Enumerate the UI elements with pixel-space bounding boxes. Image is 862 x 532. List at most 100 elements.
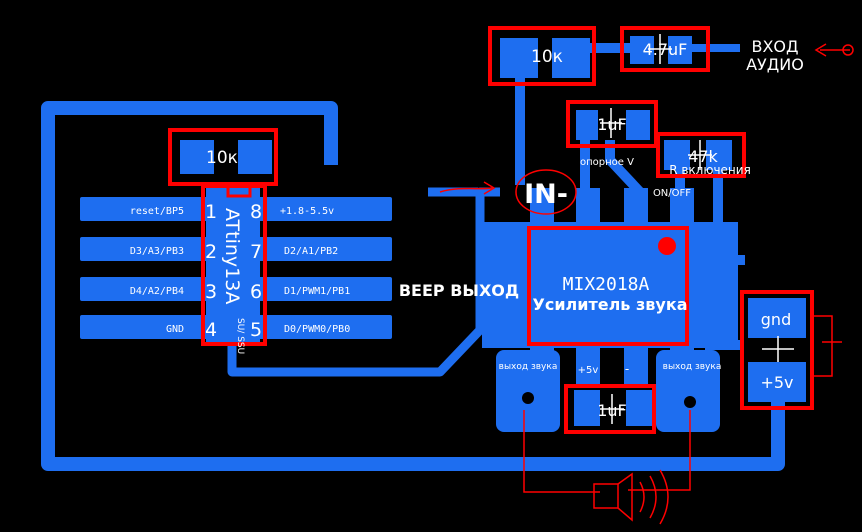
pin-label-3: D4/A2/PB4 — [130, 286, 184, 297]
wire-speaker-right — [628, 410, 691, 491]
pin-label-8: +1.8-5.5v — [280, 206, 334, 217]
label-out-right: выход звука — [663, 362, 722, 372]
amp-pin-top-2 — [576, 188, 600, 224]
outlines — [168, 26, 814, 434]
pin-num-5: 5 — [250, 319, 262, 341]
wire-speaker-left — [523, 410, 600, 493]
amp-pin-top-3 — [624, 188, 648, 224]
pin-label-1: reset/BP5 — [130, 206, 184, 217]
pad-speaker-right — [656, 350, 720, 432]
annotations — [439, 43, 854, 525]
amp-pin-bot-2 — [576, 346, 600, 386]
trace-beep — [227, 187, 500, 377]
speaker-wave-1 — [639, 481, 645, 513]
label-r-mcu: 10к — [206, 148, 238, 168]
pin-num-6: 6 — [250, 281, 262, 303]
amp-pin-bot-3 — [624, 346, 648, 386]
outline-cap-ref — [566, 100, 658, 148]
pin-label-2: D3/A3/PB3 — [130, 246, 184, 257]
pad-left-1 — [80, 197, 220, 221]
outline-rtop — [488, 26, 596, 86]
label-audio-in-2: АУДИО — [746, 55, 804, 74]
pin-num-8: 8 — [250, 201, 262, 223]
pin-num-7: 7 — [250, 241, 262, 263]
outline-renable — [656, 132, 746, 178]
label-amp-desc: Усилитель звука — [533, 295, 688, 314]
pin-num-4: 4 — [205, 319, 217, 341]
pad-cap-in-b — [668, 36, 692, 64]
outline-power — [740, 290, 814, 410]
pad-rmcu-a — [180, 140, 214, 174]
pad-right-5 — [250, 315, 392, 339]
pad-renable-a — [664, 140, 690, 170]
label-amp-name: MIX2018A — [563, 274, 650, 295]
plus-marker-cap-ref — [600, 108, 622, 138]
label-plus5-big: +5v — [760, 373, 793, 392]
pad-plus5 — [748, 362, 806, 402]
label-r-enable: 47k — [688, 147, 718, 166]
outline-amp — [527, 226, 689, 346]
plus-marker-cap-pwr — [600, 394, 624, 424]
label-minus-small: - — [625, 362, 629, 376]
mcu-name: ATtiny13A — [221, 208, 243, 304]
label-plus5-small: +5v — [578, 365, 599, 376]
label-beep-out: BEEP ВЫХОД — [399, 281, 519, 300]
pin-label-4: GND — [166, 324, 184, 335]
pad-rmcu-b — [238, 140, 272, 174]
outline-mcu-notch — [226, 182, 252, 198]
amp-pin-top-1 — [530, 188, 554, 224]
pad-rtop-a — [500, 38, 538, 78]
pad-rtop-b — [552, 38, 590, 78]
outline-cap-pwr — [564, 384, 656, 434]
audio-in-terminal — [842, 44, 854, 56]
arrow-in — [439, 181, 496, 195]
pad-cap-pwr-a — [574, 390, 600, 426]
speaker-cone — [617, 472, 633, 522]
label-cap-ref: 1uF — [597, 115, 627, 134]
arrow-audio — [814, 43, 850, 57]
pad-left-3 — [80, 277, 220, 301]
label-audio-in-1: ВХОД — [751, 37, 798, 56]
label-out-left: выход звука — [499, 362, 558, 372]
hole-right — [684, 396, 696, 408]
pads — [80, 36, 806, 432]
speaker-body — [593, 483, 619, 509]
amp-pin-top-4 — [670, 188, 694, 224]
plus-marker-power — [762, 336, 794, 362]
label-opornoe: опорное V — [580, 157, 634, 168]
pad-cap-ref-b — [626, 110, 650, 140]
plus-markers — [600, 34, 794, 424]
pad-speaker-left — [496, 350, 560, 432]
pad-left-2 — [80, 237, 220, 261]
outline-cap-in — [620, 26, 710, 72]
speaker-wave-2 — [649, 475, 657, 519]
label-cap-input: 4.7uF — [643, 40, 688, 59]
outline-mcu — [201, 184, 267, 346]
amp-pin1-dot — [658, 237, 676, 255]
speaker-wave-3 — [659, 469, 669, 525]
label-on-off: ON/OFF — [653, 188, 691, 199]
label-gnd: gnd — [761, 310, 791, 329]
mcu-sub: SU/ SSU — [235, 318, 245, 354]
plus-marker-cap-in — [648, 34, 672, 64]
pad-left-4 — [80, 315, 220, 339]
label-in-minus: IN- — [524, 179, 568, 210]
pin-label-5: D0/PWM0/PB0 — [284, 324, 350, 335]
pad-right-7 — [250, 237, 392, 261]
label-r-vkl: R включения — [669, 163, 751, 177]
pin-label-7: D2/A1/PB2 — [284, 246, 338, 257]
pad-cap-in-a — [630, 36, 654, 64]
label-cap-power: 1uF — [597, 401, 627, 420]
power-lead — [812, 315, 842, 377]
amp-body — [482, 222, 738, 348]
plus-marker-renable — [688, 140, 712, 170]
trace-outer-loop — [41, 101, 785, 471]
pad-gnd — [748, 298, 806, 338]
in-minus-circle — [515, 169, 577, 215]
pad-right-8 — [250, 197, 392, 221]
hole-left — [522, 392, 534, 404]
pin-label-6: D1/PWM1/PB1 — [284, 286, 350, 297]
pad-cap-pwr-b — [626, 390, 652, 426]
pin-num-1: 1 — [205, 201, 217, 223]
